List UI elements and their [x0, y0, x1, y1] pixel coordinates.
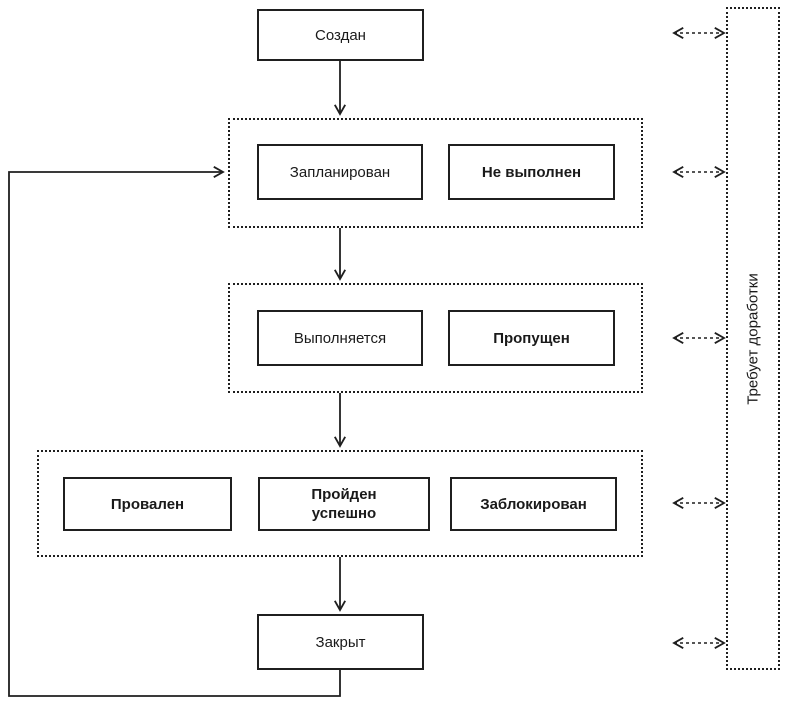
node-not-executed-label: Не выполнен — [481, 163, 582, 181]
node-closed: Закрыт — [257, 614, 424, 670]
node-blocked: Заблокирован — [450, 477, 617, 531]
node-planned-label: Запланирован — [289, 163, 391, 181]
group-result — [37, 450, 643, 557]
node-skipped-label: Пропущен — [493, 329, 570, 347]
node-in-progress-label: Выполняется — [293, 329, 387, 347]
node-passed: Пройден успешно — [258, 477, 430, 531]
node-failed-label: Провален — [110, 495, 185, 513]
node-blocked-label: Заблокирован — [480, 495, 587, 513]
panel-needs-rework-label: Требует доработки — [744, 272, 762, 405]
panel-needs-rework: Требует доработки — [726, 7, 780, 670]
node-not-executed: Не выполнен — [448, 144, 615, 200]
node-closed-label: Закрыт — [315, 633, 366, 651]
node-failed: Провален — [63, 477, 232, 531]
node-in-progress: Выполняется — [257, 310, 423, 366]
group-planned — [228, 118, 643, 228]
group-in-progress — [228, 283, 643, 393]
node-created-label: Создан — [315, 26, 366, 44]
node-planned: Запланирован — [257, 144, 423, 200]
node-created: Создан — [257, 9, 424, 61]
node-passed-label: Пройден успешно — [311, 486, 377, 522]
node-skipped: Пропущен — [448, 310, 615, 366]
